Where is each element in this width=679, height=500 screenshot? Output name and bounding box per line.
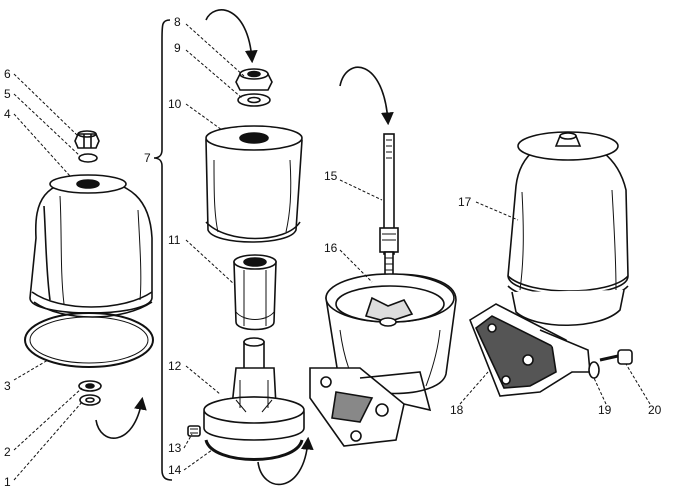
assembled-filter xyxy=(469,131,633,397)
part-label-18: 18 xyxy=(450,403,464,417)
part-label-7: 7 xyxy=(144,151,151,165)
part-label-12: 12 xyxy=(168,359,182,373)
part-label-16: 16 xyxy=(324,241,338,255)
part-label-5: 5 xyxy=(4,87,11,101)
seal-ring-part-14 xyxy=(204,439,304,461)
element-nut-part-8 xyxy=(235,68,273,91)
bolt-washer-part-19 xyxy=(588,361,600,379)
middle-filter-element-assembly xyxy=(153,9,314,486)
cap-nut-part-6 xyxy=(74,130,100,149)
filter-cover-part-4 xyxy=(29,174,153,318)
leader-lines-middle xyxy=(183,23,245,471)
part-label-11: 11 xyxy=(168,233,181,247)
part-label-8: 8 xyxy=(174,15,181,29)
element-washer-part-9 xyxy=(237,93,271,107)
part-label-15: 15 xyxy=(324,169,338,183)
rotor-base-part-12 xyxy=(203,337,305,441)
leader-lines-right xyxy=(459,201,651,405)
part-label-10: 10 xyxy=(168,97,182,111)
assembled-cover-part-17 xyxy=(507,131,629,327)
assembly-direction-arrow-top xyxy=(205,9,258,64)
filter-housing-assembly xyxy=(309,66,457,447)
filter-housing-part-16 xyxy=(309,273,457,447)
part-label-13: 13 xyxy=(168,441,182,455)
washer-part-1 xyxy=(79,394,101,406)
assembly-direction-arrow-bottom xyxy=(257,436,314,486)
gasket-ring-part-3 xyxy=(24,312,154,368)
part-label-6: 6 xyxy=(4,67,11,81)
part-label-2: 2 xyxy=(4,445,11,459)
part-label-1: 1 xyxy=(4,475,11,489)
filter-element-part-10 xyxy=(205,125,303,243)
part-label-17: 17 xyxy=(458,195,472,209)
mounting-flange-part-18 xyxy=(469,303,591,397)
part-number-labels: 6 5 4 3 2 1 7 8 9 10 11 12 13 14 15 16 1… xyxy=(4,15,662,489)
part-label-14: 14 xyxy=(168,463,182,477)
leader-lines-left xyxy=(13,73,83,481)
drain-plug-part-13 xyxy=(187,425,201,437)
part-label-3: 3 xyxy=(4,379,11,393)
part-label-9: 9 xyxy=(174,41,181,55)
bolt-part-20 xyxy=(599,349,633,365)
part-label-19: 19 xyxy=(598,403,612,417)
assembly-direction-arrow-housing xyxy=(339,66,394,126)
leader-lines-housing xyxy=(339,179,383,283)
assembly-direction-arrow-left xyxy=(95,396,147,439)
bracket-part-7-group xyxy=(153,19,173,481)
rotor-sleeve-part-11 xyxy=(233,254,277,331)
left-filter-cover-assembly xyxy=(24,130,154,439)
center-shaft-part-15 xyxy=(379,133,399,277)
part-label-4: 4 xyxy=(4,107,11,121)
washer-part-5 xyxy=(78,153,98,163)
part-label-20: 20 xyxy=(648,403,662,417)
